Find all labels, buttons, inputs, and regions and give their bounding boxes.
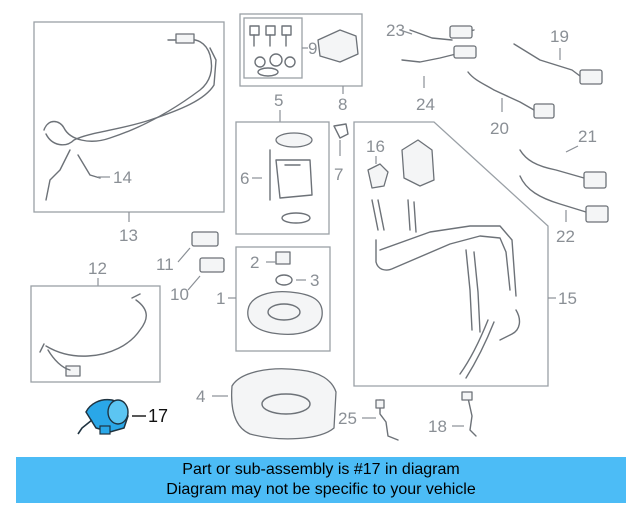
group-8: 9 8 <box>239 13 363 114</box>
callout-2: 2 <box>250 253 259 272</box>
group-12: 12 <box>30 259 161 383</box>
callout-25: 25 <box>338 409 357 428</box>
callout-9: 9 <box>308 39 317 58</box>
callout-3: 3 <box>310 271 319 290</box>
callout-17: 17 <box>148 406 168 426</box>
part-17-highlighted: 17 <box>77 398 168 435</box>
callout-13: 13 <box>119 226 138 245</box>
callout-24: 24 <box>416 95 435 114</box>
callout-23: 23 <box>386 21 405 40</box>
callout-15: 15 <box>558 289 577 308</box>
callout-16: 16 <box>366 137 385 156</box>
info-banner: Part or sub-assembly is #17 in diagram D… <box>16 457 626 503</box>
banner-line-1: Part or sub-assembly is #17 in diagram <box>182 461 460 478</box>
group-5: 5 6 <box>235 91 330 235</box>
callout-6: 6 <box>240 169 249 188</box>
group-15: 16 15 <box>353 121 577 387</box>
callout-22: 22 <box>556 227 575 246</box>
callout-12: 12 <box>88 259 107 278</box>
callout-14: 14 <box>113 168 132 187</box>
group-13: 14 13 <box>33 21 225 245</box>
callout-5: 5 <box>274 91 283 110</box>
banner-line-2: Diagram may not be specific to your vehi… <box>166 481 476 498</box>
callout-4: 4 <box>196 387 205 406</box>
callout-20: 20 <box>490 119 509 138</box>
callout-1: 1 <box>216 289 225 308</box>
callout-7: 7 <box>334 165 343 184</box>
callout-8: 8 <box>338 95 347 114</box>
parts-diagram: 14 13 9 8 5 6 7 11 1 <box>30 13 609 441</box>
callout-10: 10 <box>170 285 189 304</box>
callout-11: 11 <box>156 255 174 274</box>
group-1: 2 3 1 <box>216 246 331 352</box>
callout-19: 19 <box>550 27 569 46</box>
callout-18: 18 <box>428 417 447 436</box>
callout-21: 21 <box>578 127 597 146</box>
